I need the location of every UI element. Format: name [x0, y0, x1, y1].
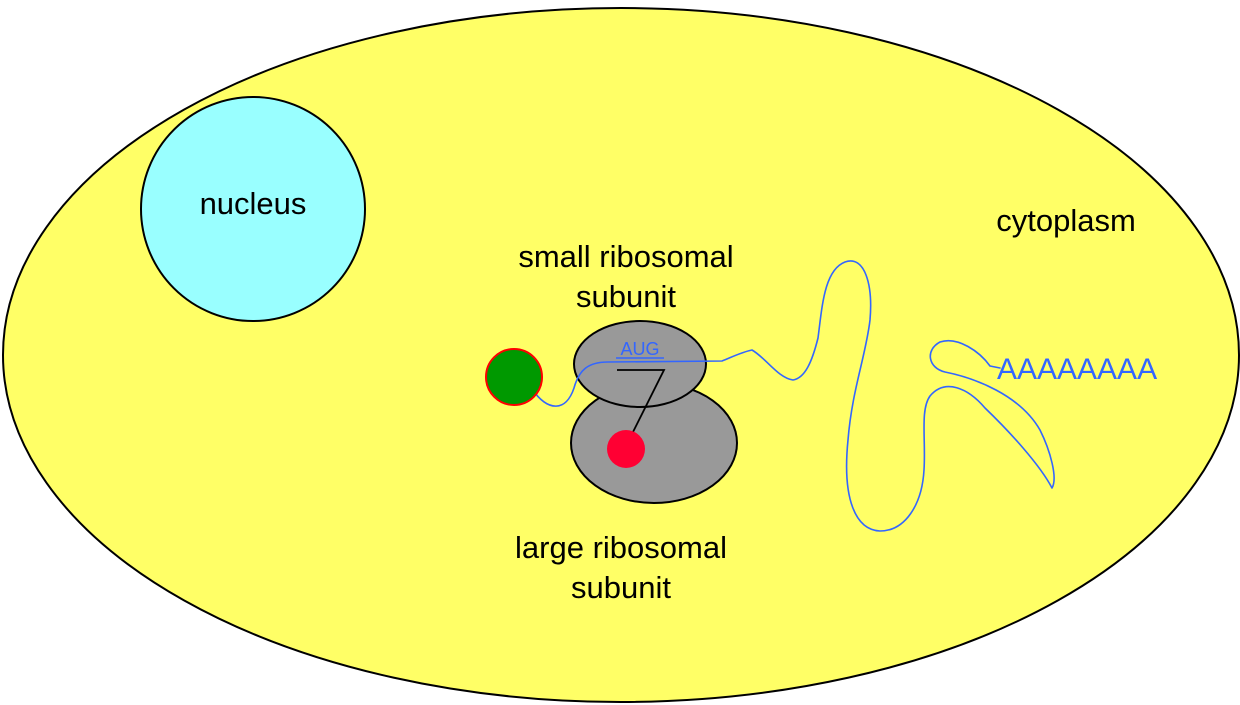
start-codon-label: AUG: [620, 339, 659, 359]
large-subunit-label-line1: large ribosomal: [515, 530, 727, 565]
large-subunit-label-line2: subunit: [571, 570, 671, 605]
cytoplasm-label: cytoplasm: [996, 203, 1136, 238]
small-subunit-label-line2: subunit: [576, 279, 676, 314]
nucleus-label: nucleus: [200, 186, 307, 221]
small-subunit-label-line1: small ribosomal: [518, 239, 733, 274]
poly-a-tail: AAAAAAAA: [997, 353, 1157, 386]
five-prime-cap: [486, 349, 542, 405]
amino-acid: [607, 430, 645, 468]
